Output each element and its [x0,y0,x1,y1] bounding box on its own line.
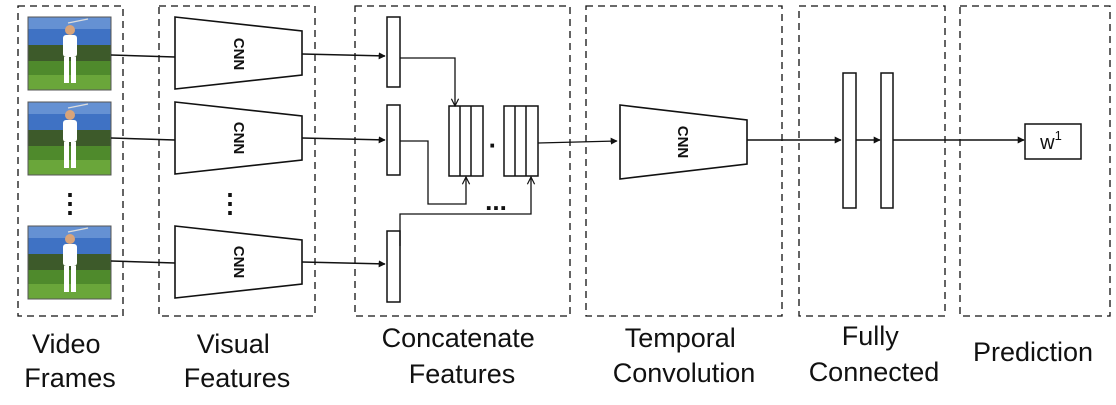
stage-label-fully-connected: Fully Connected [809,321,940,387]
prediction-label: w1 [1039,128,1062,154]
frame-border [27,225,112,300]
cnn-label-2: CNN [230,122,247,155]
golfer-leg-right [71,266,76,292]
frame-grass-light [28,160,111,175]
arrow-cnn1-feature [301,52,386,60]
frame-border [27,16,112,91]
stage-label-video-frames: Video Frames [24,329,116,393]
stage-label-visual-features: Visual Features [184,329,291,393]
frames-ellipsis: ⋮ [57,188,83,218]
golfer-head [65,234,75,244]
arrow-frame1-cnn [110,54,176,58]
arrow-cnn3-feature [301,260,386,268]
golfer-leg-left [64,266,69,292]
prediction-box [1024,123,1082,160]
golf-club [67,103,89,109]
fc-layer-1 [842,72,857,209]
stage-box-prediction [959,5,1111,317]
stage-box-concatenate-features [354,5,571,317]
golfer-leg-right [71,57,76,83]
golfer-head [65,25,75,35]
stage-box-fully-connected [798,5,946,317]
golfer-head [65,110,75,120]
temporal-cnn-block [619,104,748,180]
golf-club [67,18,89,24]
golfer-torso [63,244,77,266]
golfer-leg-left [64,142,69,168]
video-frame-2 [27,101,112,176]
cnn-label-3: CNN [230,246,247,279]
connector-feature1-matrix [400,57,455,106]
video-frame-3 [27,225,112,300]
stage-label-prediction: Prediction [973,337,1093,367]
golf-club [67,227,89,233]
frame-grass-light [28,75,111,90]
prediction-base: w [1039,132,1055,154]
cnn-ellipsis: ⋮ [217,188,243,218]
stage-box-temporal-convolution [585,5,783,317]
cnn-block-2 [174,101,303,175]
golfer-torso [63,35,77,57]
connector-feature3-matrix [399,177,531,246]
cnn-label-1: CNN [230,38,247,71]
feature-vector-1 [386,16,401,88]
golfer-leg-left [64,57,69,83]
prediction-superscript: 1 [1055,128,1062,143]
concat-matrix-1 [448,105,484,177]
arrow-concat-temporal [537,137,618,145]
stage-box-visual-features [158,5,316,317]
feature-vector-3 [386,230,401,303]
concat-matrix-2 [503,105,539,177]
arrow-frame3-cnn [110,260,176,264]
video-frame-1 [27,16,112,91]
matrix-ellipsis: ... [485,186,507,216]
connector-feature2-matrix [400,140,466,205]
temporal-cnn-label: CNN [674,126,691,159]
cnn-block-3 [174,225,303,299]
stage-box-video-frames [17,5,124,317]
feature-vector-2 [386,104,401,176]
golfer-leg-right [71,142,76,168]
cnn-block-1 [174,16,303,90]
fc-layer-2 [880,72,894,209]
arrow-cnn2-feature [301,136,386,144]
stage-label-temporal-convolution: Temporal Convolution [613,323,756,388]
stage-label-concatenate-features: Concatenate Features [382,323,543,389]
matrix-middle-dot: · [489,130,498,160]
frame-grass-light [28,284,111,299]
golfer-torso [63,120,77,142]
arrow-frame2-cnn [110,137,176,141]
